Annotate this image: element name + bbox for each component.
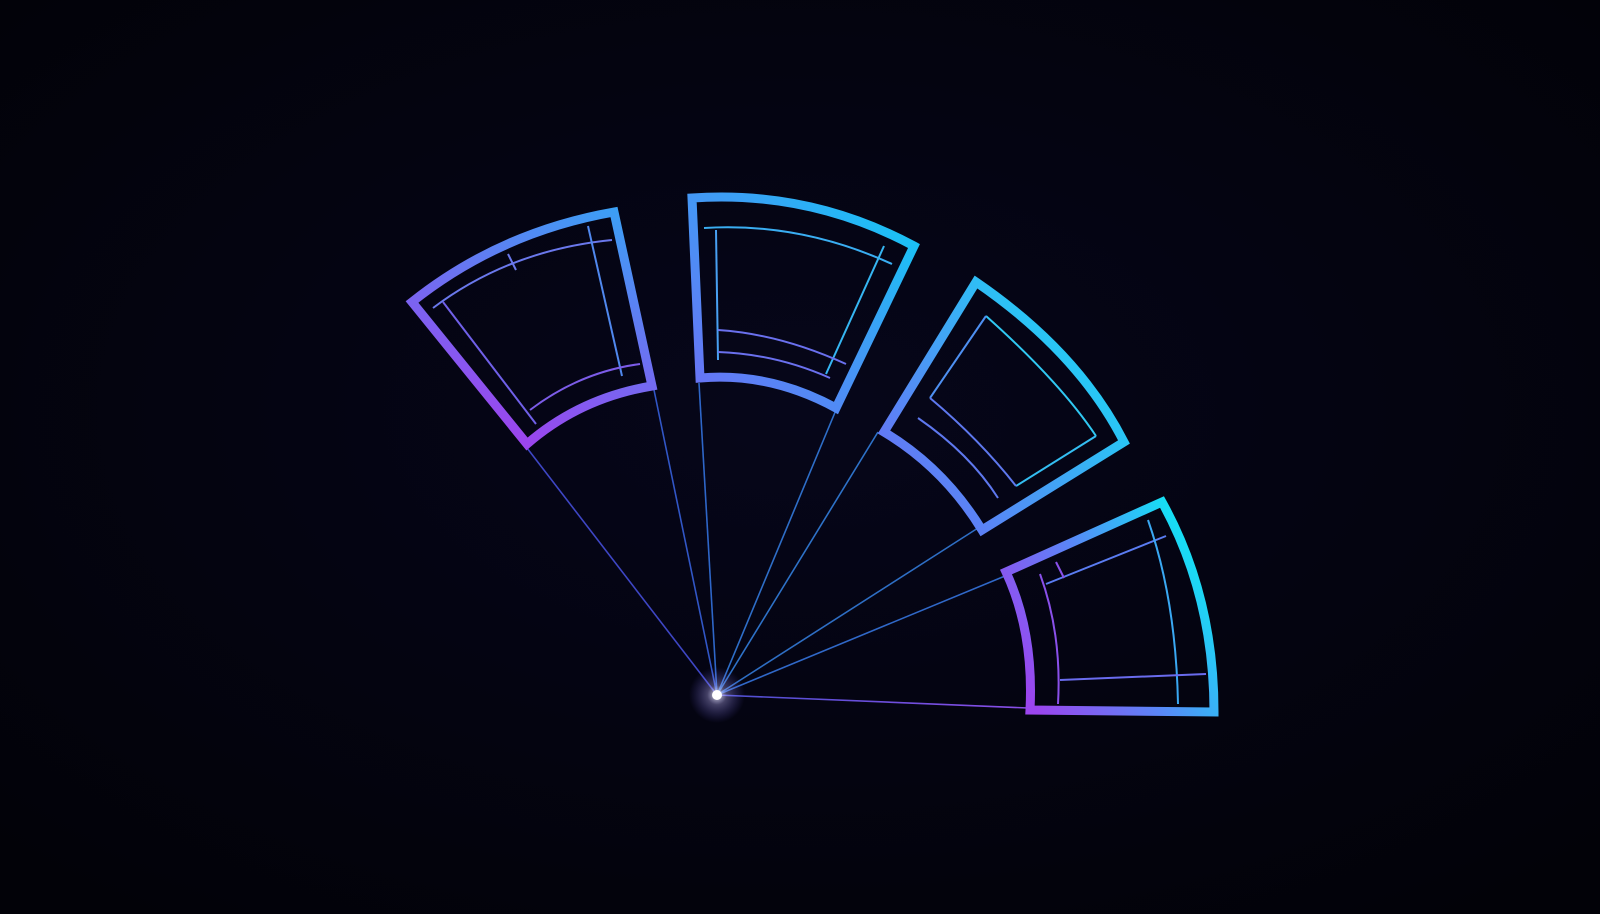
segment-frame — [999, 496, 1219, 717]
inner-arc — [985, 315, 1097, 437]
inner-rule — [929, 315, 987, 399]
inner-arc — [529, 363, 641, 411]
segment-frame — [877, 275, 1130, 537]
inner-rule — [825, 245, 885, 375]
segment-4 — [999, 496, 1219, 717]
ray — [716, 527, 979, 696]
ray — [653, 389, 718, 696]
inner-rule — [1045, 535, 1167, 585]
inner-arc — [717, 351, 831, 379]
segment-2 — [687, 192, 920, 415]
inner-rule — [587, 225, 623, 377]
inner-rule — [1015, 435, 1097, 487]
inner-arc — [432, 239, 613, 309]
inner-arc — [1147, 519, 1179, 705]
ray — [716, 575, 1006, 696]
inner-rule — [715, 229, 719, 361]
segment-frame — [687, 192, 920, 415]
ray — [526, 447, 718, 696]
segment-3 — [877, 275, 1130, 537]
inner-arc — [917, 417, 999, 499]
tick — [1055, 561, 1065, 579]
rays — [526, 382, 1029, 709]
ray — [716, 431, 879, 696]
inner-rule — [442, 301, 537, 425]
segment-1 — [405, 206, 658, 451]
tick — [507, 253, 517, 271]
hub-point — [712, 690, 722, 700]
inner-arc — [1039, 573, 1060, 705]
inner-arc — [929, 397, 1017, 487]
ray — [716, 694, 1029, 709]
inner-rule — [1059, 673, 1207, 681]
ray — [716, 409, 837, 696]
inner-arc — [703, 226, 893, 265]
ray — [698, 382, 718, 696]
inner-arc — [717, 329, 847, 365]
segment-frame — [405, 206, 658, 451]
